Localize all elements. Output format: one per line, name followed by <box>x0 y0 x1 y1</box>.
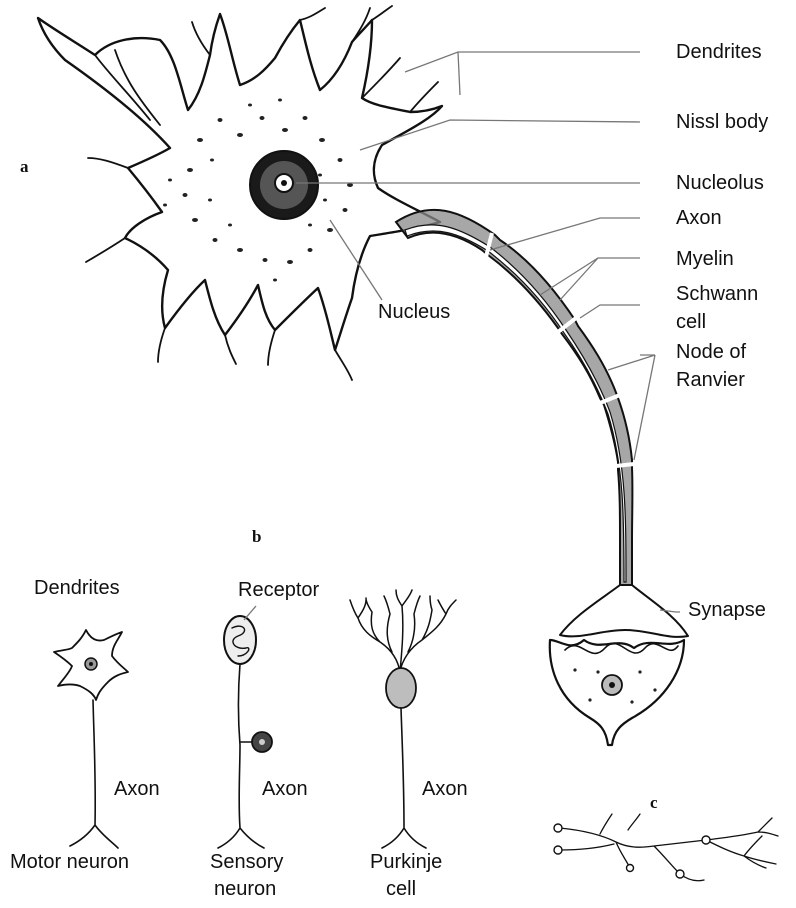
schwann-cell-label: Schwann <box>676 283 758 305</box>
motor-neuron-label: Motor neuron <box>10 851 129 873</box>
panel-a-letter: a <box>20 157 29 176</box>
node-of-ranvier-label: Node of <box>676 341 746 363</box>
network-cell-bodies <box>554 824 710 878</box>
axon-label: Axon <box>676 207 722 229</box>
receptor-label: Receptor <box>238 579 319 601</box>
purkinje-cell: Axon Purkinje cell <box>350 590 468 900</box>
nucleolus-label: Nucleolus <box>676 172 764 194</box>
dendrites-label: Dendrites <box>676 41 762 63</box>
nissl-body-label: Nissl body <box>676 111 768 133</box>
axon-myelin-sheath <box>396 210 632 585</box>
sensory-neuron-label-2: neuron <box>214 878 276 900</box>
sensory-axon-label: Axon <box>262 778 308 800</box>
nucleus-label: Nucleus <box>378 301 450 323</box>
panel-a-neuron: a Dendrites Nissl body Nucleolus Axon My… <box>20 6 768 745</box>
panel-b-letter: b <box>252 527 261 546</box>
myelin-label: Myelin <box>676 248 734 270</box>
sensory-neuron-label: Sensory <box>210 851 283 873</box>
motor-axon-label: Axon <box>114 778 160 800</box>
node-of-ranvier-label-2: Ranvier <box>676 369 745 391</box>
motor-neuron: Dendrites Axon Motor neuron <box>10 577 160 873</box>
sensory-neuron: Receptor Axon Sensory neuron <box>210 579 319 900</box>
synapse-label: Synapse <box>688 599 766 621</box>
purkinje-cell-label-2: cell <box>386 878 416 900</box>
purkinje-cell-label: Purkinje <box>370 851 442 873</box>
panel-c-letter: c <box>650 793 658 812</box>
motor-dendrites-label: Dendrites <box>34 577 120 599</box>
panel-b-neuron-types: b Dendrites Axon Motor neuron Receptor A… <box>10 527 468 900</box>
schwann-cell-label-2: cell <box>676 311 706 333</box>
panel-c-network: c <box>554 793 778 881</box>
purkinje-axon-label: Axon <box>422 778 468 800</box>
